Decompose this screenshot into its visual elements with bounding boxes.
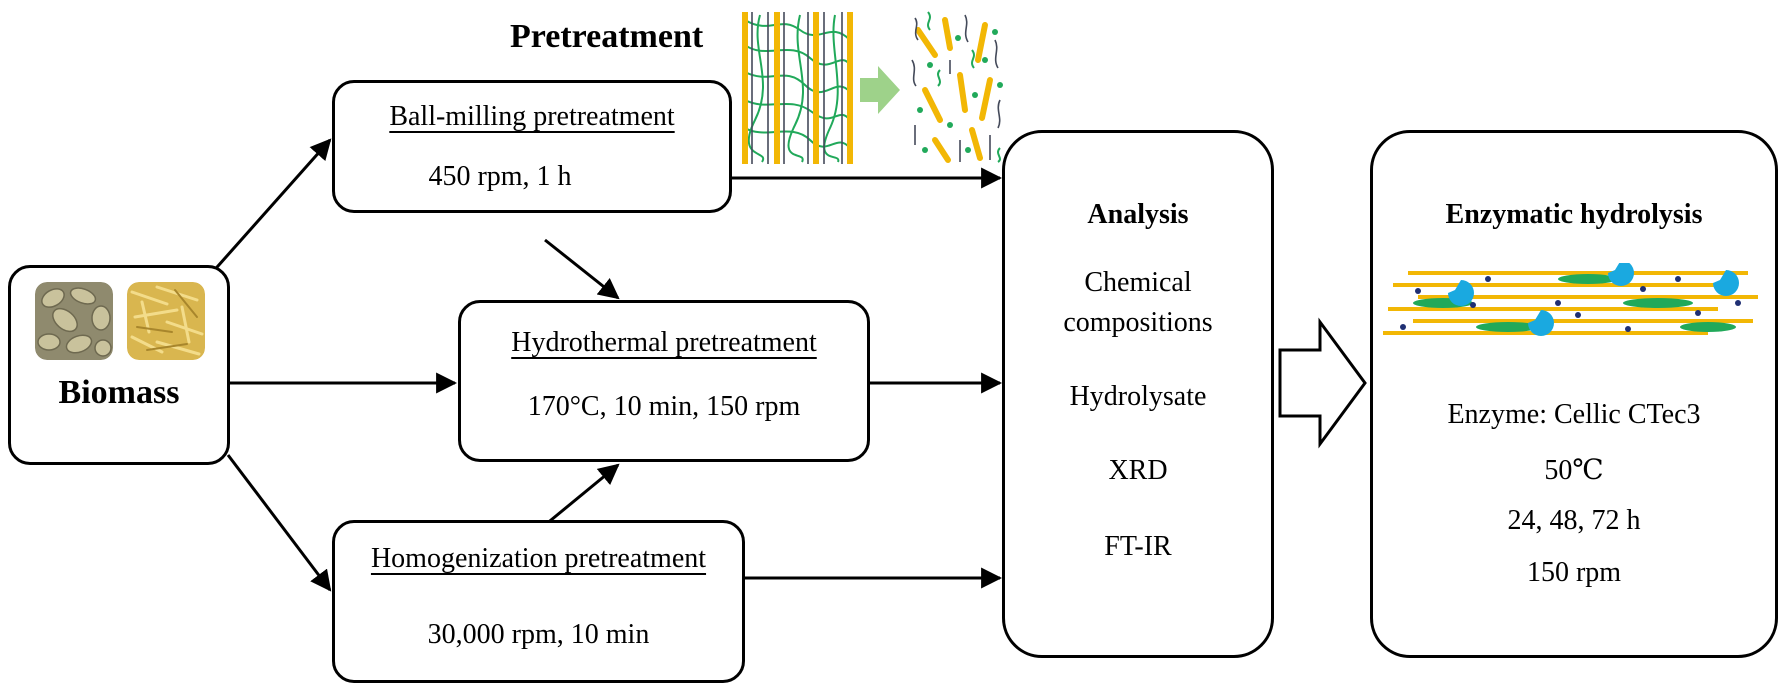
analysis-title: Analysis xyxy=(1087,199,1189,230)
biomass-label: Biomass xyxy=(58,374,180,411)
analysis-item: Hydrolysate xyxy=(1069,381,1207,412)
arrow-analysis-to-hydrolysis xyxy=(1278,317,1367,449)
enzyme-fiber-illustration xyxy=(1383,263,1758,336)
analysis-item: XRD xyxy=(1108,455,1168,486)
hydrolysis-condition: Enzyme: Cellic CTec3 xyxy=(1447,399,1701,430)
hydrolysis-title: Enzymatic hydrolysis xyxy=(1445,199,1703,230)
hydrolysis-condition: 50℃ xyxy=(1544,455,1604,486)
analysis-item: FT-IR xyxy=(1104,531,1172,562)
arrow-ballmilling-to-hydrothermal xyxy=(544,238,620,300)
pretreatment-heading: Pretreatment xyxy=(510,18,704,55)
hydrolysis-box: Enzymatic hydrolysis Enzyme: Cellic CTec… xyxy=(1370,130,1778,658)
hydrothermal-title: Hydrothermal pretreatment xyxy=(511,327,817,358)
ballmilling-conditions: 450 rpm, 1 h xyxy=(428,161,572,192)
disrupted-fiber-icon xyxy=(911,11,1003,163)
biomass-pellet-image xyxy=(35,282,113,360)
ballmilling-box: Ball-milling pretreatment 450 rpm, 1 h xyxy=(332,80,732,213)
hydrolysis-condition: 150 rpm xyxy=(1526,557,1622,588)
analysis-box: Analysis Chemical compositions Hydrolysa… xyxy=(1002,130,1274,658)
hydrolysis-condition: 24, 48, 72 h xyxy=(1507,505,1641,536)
analysis-item: compositions xyxy=(1063,307,1213,338)
arrow-homogenization-to-hydrothermal xyxy=(544,463,620,527)
transform-arrow-icon xyxy=(860,66,900,114)
ballmilling-title: Ball-milling pretreatment xyxy=(389,101,675,132)
arrow-biomass-to-ballmilling xyxy=(208,138,332,276)
hydrothermal-box: Hydrothermal pretreatment 170°C, 10 min,… xyxy=(458,300,870,462)
biomass-straw-image xyxy=(127,282,205,360)
homogenization-conditions: 30,000 rpm, 10 min xyxy=(427,619,650,650)
analysis-item: Chemical xyxy=(1084,267,1192,298)
arrow-biomass-to-homogenization xyxy=(226,454,332,592)
intact-fiber-icon xyxy=(742,12,853,164)
hydrothermal-conditions: 170°C, 10 min, 150 rpm xyxy=(527,391,801,422)
homogenization-title: Homogenization pretreatment xyxy=(370,543,707,574)
biomass-box: Biomass xyxy=(8,265,230,465)
homogenization-box: Homogenization pretreatment 30,000 rpm, … xyxy=(332,520,745,683)
